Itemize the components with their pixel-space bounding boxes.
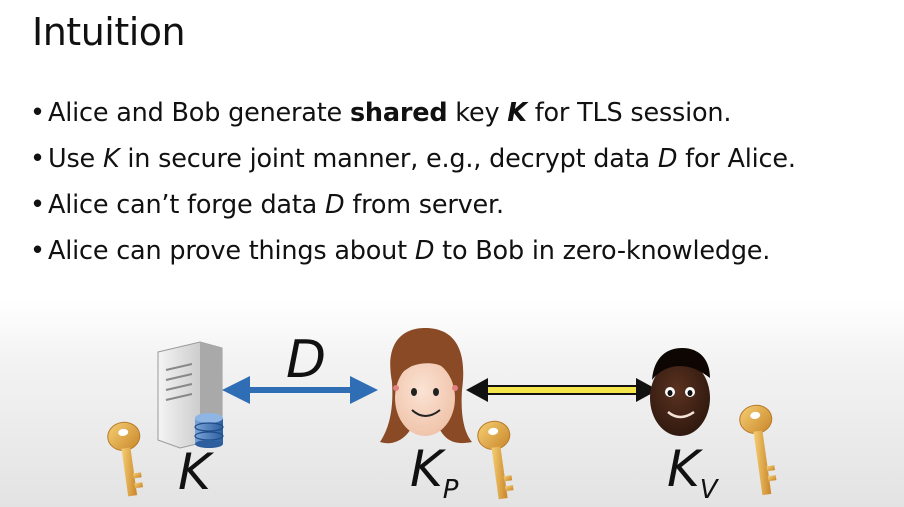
server-key-label: K — [178, 443, 211, 501]
key-icon — [107, 421, 144, 497]
bullet-data-symbol: D — [657, 144, 678, 174]
bullet-key-symbol: K — [102, 144, 120, 174]
database-icon — [194, 413, 224, 448]
alice-key-label: KP — [410, 440, 458, 505]
bullet-data-symbol: D — [324, 190, 345, 220]
bullet-list: •Alice and Bob generate shared key K for… — [30, 90, 796, 274]
bullet-text: key — [447, 98, 508, 128]
bullet-text: Alice can prove things about — [48, 236, 415, 266]
data-exchange-arrow — [222, 376, 378, 404]
bullet-text: Alice and Bob generate — [48, 98, 350, 128]
bullet-bold-text: shared — [349, 98, 448, 128]
bullet-dot: • — [30, 236, 45, 266]
bullet-dot: • — [30, 190, 45, 220]
bob-key-label: KV — [667, 440, 718, 505]
bullet-key-symbol: K — [507, 98, 527, 128]
bob-face-icon — [650, 348, 710, 436]
bullet-item-2: •Use K in secure joint manner, e.g., dec… — [30, 136, 796, 182]
tls-diagram: D K KP KV — [0, 300, 904, 507]
bullet-item-4: •Alice can prove things about D to Bob i… — [30, 228, 796, 274]
bullet-data-symbol: D — [414, 236, 435, 266]
bullet-text: for Alice. — [677, 144, 796, 174]
alice-face-icon — [380, 328, 472, 444]
bullet-dot: • — [30, 144, 45, 174]
bullet-item-3: •Alice can’t forge data D from server. — [30, 182, 796, 228]
bob-key-subscript: V — [699, 475, 718, 505]
bullet-text: in secure joint manner, e.g., decrypt da… — [119, 144, 658, 174]
data-label: D — [286, 330, 327, 390]
bullet-text: from server. — [344, 190, 504, 220]
alice-key-subscript: P — [442, 475, 459, 505]
bullet-text: Use — [48, 144, 103, 174]
key-icon — [739, 404, 777, 496]
bob-key-symbol: K — [667, 440, 700, 498]
secure-channel-arrow — [466, 378, 658, 402]
bullet-item-1: •Alice and Bob generate shared key K for… — [30, 90, 796, 136]
bullet-dot: • — [30, 98, 45, 128]
bullet-text: for TLS session. — [526, 98, 732, 128]
bullet-text: to Bob in zero-knowledge. — [434, 236, 771, 266]
bullet-text: Alice can’t forge data — [48, 190, 325, 220]
alice-key-symbol: K — [410, 440, 443, 498]
slide-title: Intuition — [32, 10, 186, 54]
key-icon — [477, 420, 514, 500]
